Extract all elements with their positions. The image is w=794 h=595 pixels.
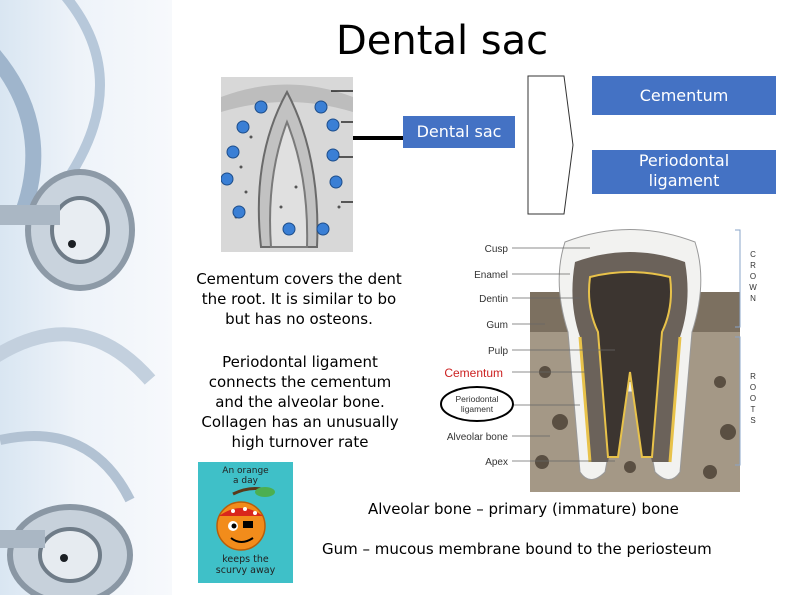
gum-text: Gum – mucous membrane bound to the perio… xyxy=(322,540,712,558)
crown-letter: N xyxy=(750,294,756,303)
label-alveolar-bone: Alveolar bone xyxy=(447,432,509,443)
label-dentin: Dentin xyxy=(479,294,508,305)
cementum-desc-line: Cementum covers the dent xyxy=(196,270,402,288)
label-apex: Apex xyxy=(485,457,508,468)
poster-text-top: An orange a day xyxy=(198,466,293,486)
pdl-description: Periodontal ligament connects the cement… xyxy=(172,352,428,452)
poster-line: a day xyxy=(233,476,258,486)
connector-line xyxy=(353,136,403,140)
label-cementum: Cementum xyxy=(444,366,503,380)
periodontal-ligament-box: Periodontal ligament xyxy=(592,150,776,194)
slide-title: Dental sac xyxy=(336,18,549,64)
decorative-sidebar xyxy=(0,0,172,595)
root-letter: S xyxy=(750,416,755,425)
cementum-box: Cementum xyxy=(592,76,776,115)
root-letter: T xyxy=(751,405,756,414)
root-letter: O xyxy=(750,394,756,403)
label-enamel: Enamel xyxy=(474,270,508,281)
pdl-desc-line: and the alveolar bone. xyxy=(215,393,385,411)
alveolar-bone-text: Alveolar bone – primary (immature) bone xyxy=(368,500,679,518)
poster-line: An orange xyxy=(222,466,269,476)
crown-letter: R xyxy=(750,261,756,270)
label-periodontal: Periodontal xyxy=(455,394,498,404)
dental-sac-box: Dental sac xyxy=(403,116,515,148)
root-letter: O xyxy=(750,383,756,392)
pdl-desc-line: Collagen has an unusually xyxy=(201,413,399,431)
bracket-arrow xyxy=(527,75,574,215)
cementum-desc-line: the root. It is similar to bo xyxy=(201,290,397,308)
poster-line: scurvy away xyxy=(215,565,276,576)
label-gum: Gum xyxy=(486,320,508,331)
pdl-desc-line: high turnover rate xyxy=(231,433,369,451)
root-letter: R xyxy=(750,372,756,381)
label-pulp: Pulp xyxy=(488,346,508,357)
histology-image xyxy=(221,77,353,252)
poster-line: keeps the xyxy=(222,554,269,565)
cementum-description: Cementum covers the dent the root. It is… xyxy=(168,269,430,341)
crown-letter: C xyxy=(750,250,756,259)
label-cusp: Cusp xyxy=(485,244,509,255)
poster-text-bottom: keeps the scurvy away xyxy=(198,554,293,576)
pdl-desc-line: Periodontal ligament xyxy=(222,353,378,371)
tooth-diagram: Cusp Enamel Dentin Gum Pulp Cementum Per… xyxy=(430,222,764,492)
label-ligament: ligament xyxy=(461,404,494,414)
pdl-desc-line: connects the cementum xyxy=(208,373,392,391)
highlight-ellipse xyxy=(440,386,514,422)
stethoscope-illustration xyxy=(0,0,156,595)
crown-letter: W xyxy=(749,283,757,292)
cementum-desc-line: but has no osteons. xyxy=(225,310,373,328)
crown-letter: O xyxy=(750,272,756,281)
orange-poster: An orange a day keeps the scurvy away xyxy=(198,462,293,583)
orange-pirate-icon xyxy=(216,487,275,551)
